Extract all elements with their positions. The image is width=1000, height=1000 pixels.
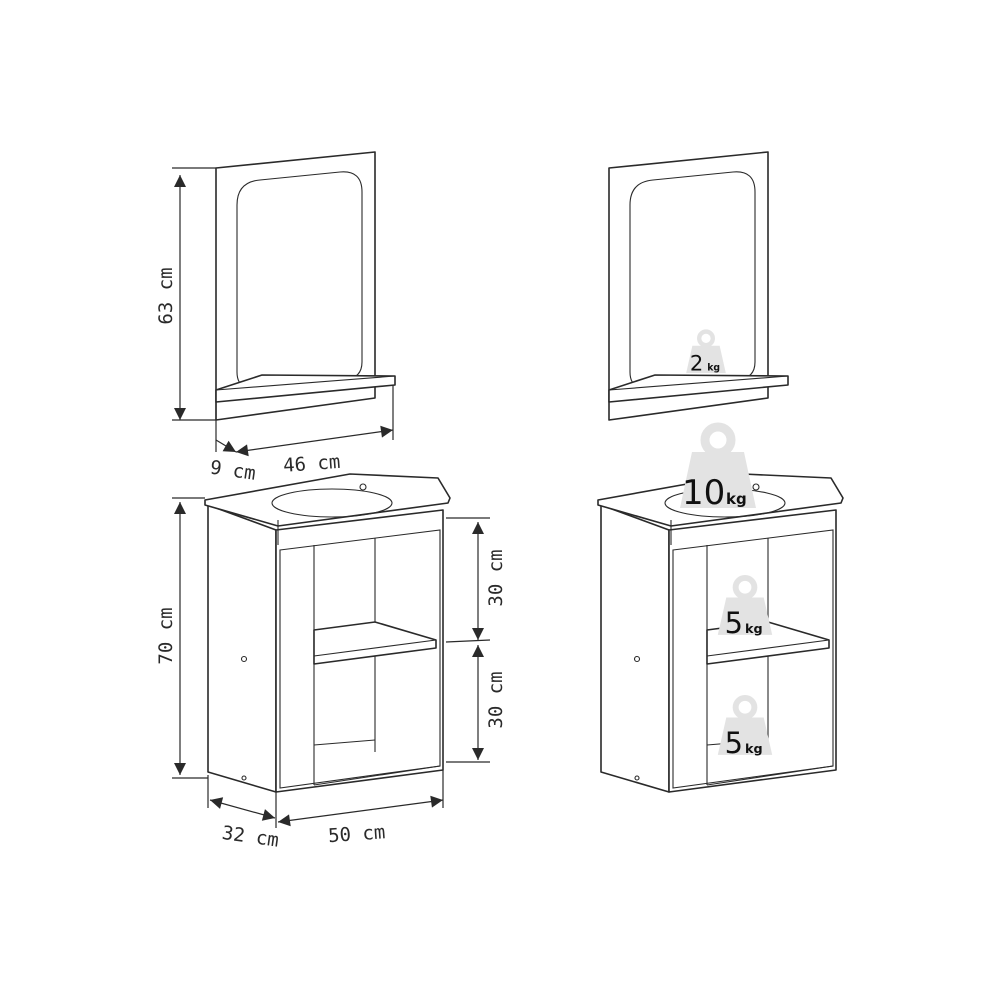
- lower-compartment-height-label: 30 cm: [485, 671, 507, 728]
- weight-icon-upper-shelf: 5 kg: [717, 574, 773, 640]
- upper-compartment-dimension-arrow-bottom: [472, 628, 484, 640]
- middle-shelf-edge: [706, 639, 830, 657]
- foot-dot: [241, 775, 247, 781]
- faucet-hole: [359, 483, 367, 491]
- weight-value: 10: [682, 473, 725, 513]
- weight-unit: kg: [726, 490, 747, 508]
- cabinet-height-dimension-arrow-bottom: [174, 763, 186, 775]
- cabinet-width-label: 50 cm: [327, 821, 386, 847]
- foot-dot: [634, 775, 640, 781]
- bottom-shelf: [313, 765, 441, 786]
- upper-compartment-height-label: 30 cm: [485, 549, 507, 606]
- cabinet-height-label: 70 cm: [155, 607, 177, 664]
- mirror-panel: [215, 151, 376, 421]
- mirror-width-dimension: [235, 429, 394, 453]
- cabinet-depth-label: 32 cm: [221, 822, 281, 852]
- mirror-panel: [608, 151, 769, 421]
- arrow: [430, 795, 443, 808]
- arrow: [380, 425, 393, 438]
- side-dot: [633, 655, 641, 663]
- cabinet-side: [207, 504, 277, 793]
- faucet-hole: [752, 483, 760, 491]
- side-dot: [240, 655, 248, 663]
- mirror-shelf: [608, 374, 789, 403]
- lower-compartment-dimension-arrow-top: [472, 645, 484, 657]
- weight-icon-sink-top: 10 kg: [680, 422, 756, 513]
- cabinet-height-dimension-arrow-top: [174, 502, 186, 514]
- cabinet-width-dimension: [277, 799, 444, 823]
- mirror-shelf: [215, 374, 396, 403]
- arrow: [261, 809, 275, 821]
- mirror-width-label: 46 cm: [282, 451, 341, 477]
- weight-unit: kg: [745, 622, 763, 637]
- ext-line: [445, 639, 491, 643]
- arrow: [236, 444, 249, 457]
- weight-value: 5: [725, 726, 743, 760]
- sink-countertop: [204, 473, 451, 527]
- middle-shelf-edge: [313, 639, 437, 657]
- weight-unit: kg: [707, 363, 720, 374]
- mirror-shelf-depth-label: 9 cm: [209, 457, 257, 485]
- weight-value: 2: [690, 351, 703, 376]
- weight-unit: kg: [745, 742, 763, 757]
- weight-icon-bottom-shelf: 5 kg: [717, 694, 773, 760]
- bottom-shelf: [706, 765, 834, 786]
- weight-value: 5: [725, 606, 743, 640]
- weight-icon-mirror-shelf: 2 kg: [686, 329, 726, 376]
- mirror-height-label: 63 cm: [155, 267, 177, 324]
- mirror-shelf-edge: [215, 375, 396, 391]
- cabinet-side: [600, 504, 670, 793]
- lower-compartment-dimension-arrow-bottom: [472, 748, 484, 760]
- upper-compartment-dimension-arrow-top: [472, 522, 484, 534]
- mirror-height-dimension-arrow-bottom: [174, 408, 186, 420]
- arrow: [278, 814, 291, 827]
- mirror-shelf-edge: [608, 375, 789, 391]
- arrow: [222, 440, 236, 452]
- mirror-height-dimension-arrow-top: [174, 175, 186, 187]
- dimension-lines: [172, 167, 491, 828]
- arrow: [210, 797, 224, 809]
- dimensioned-view: [204, 151, 451, 793]
- bottom-back: [313, 739, 376, 746]
- sink-basin: [271, 488, 393, 518]
